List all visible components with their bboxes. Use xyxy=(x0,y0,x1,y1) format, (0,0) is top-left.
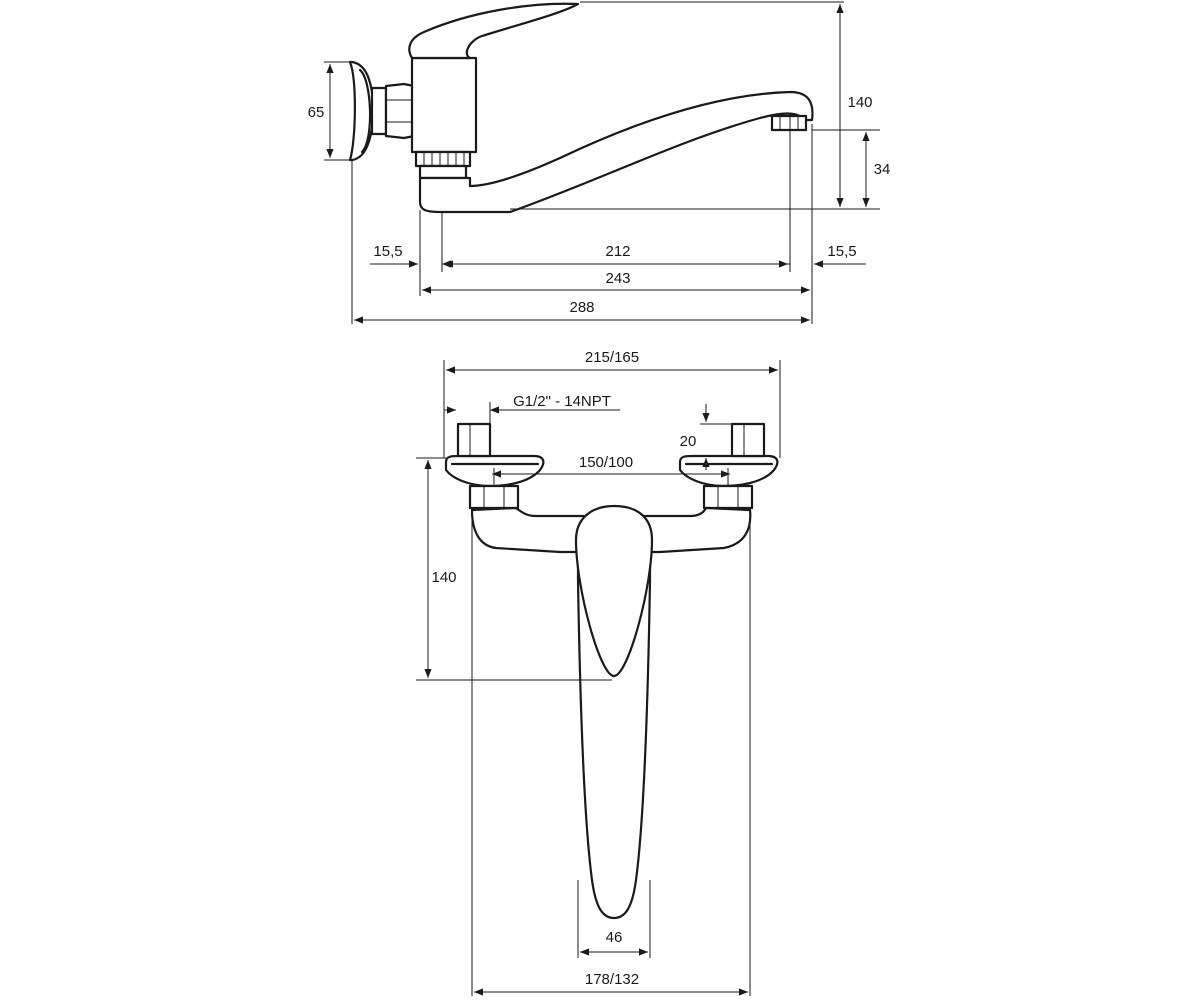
dim-150-100: 150/100 xyxy=(579,454,633,471)
dim-243: 243 xyxy=(605,270,630,287)
lever-side xyxy=(408,2,580,60)
dim-20: 20 xyxy=(680,433,697,450)
dim-215-165: 215/165 xyxy=(585,349,639,366)
nut-left xyxy=(468,484,520,510)
side-view: 65 140 34 15,5 212 15,5 243 288 xyxy=(308,1,891,324)
wall-flange-right xyxy=(678,454,779,488)
stub-right xyxy=(730,422,766,458)
dim-15-5-right: 15,5 xyxy=(827,243,856,260)
body-side xyxy=(410,56,478,154)
dim-thread: G1/2" - 14NPT xyxy=(513,393,611,410)
dim-140-side: 140 xyxy=(847,94,872,111)
dim-46: 46 xyxy=(606,929,623,946)
hex-nut-side xyxy=(384,82,416,140)
spout-side xyxy=(418,90,814,214)
dim-178-132: 178/132 xyxy=(585,971,639,988)
dim-34: 34 xyxy=(874,161,891,178)
front-view: 215/165 G1/2" - 14NPT 20 150/100 140 46 … xyxy=(416,349,781,996)
dim-65: 65 xyxy=(308,104,325,121)
aerator-side xyxy=(770,114,808,132)
dim-140-front: 140 xyxy=(431,569,456,586)
dim-212: 212 xyxy=(605,243,630,260)
nut-right xyxy=(702,484,754,510)
wall-flange-left xyxy=(444,454,545,488)
lever-front xyxy=(574,504,654,678)
dim-288: 288 xyxy=(569,299,594,316)
stub-left xyxy=(456,422,492,458)
dim-15-5-left: 15,5 xyxy=(373,243,402,260)
